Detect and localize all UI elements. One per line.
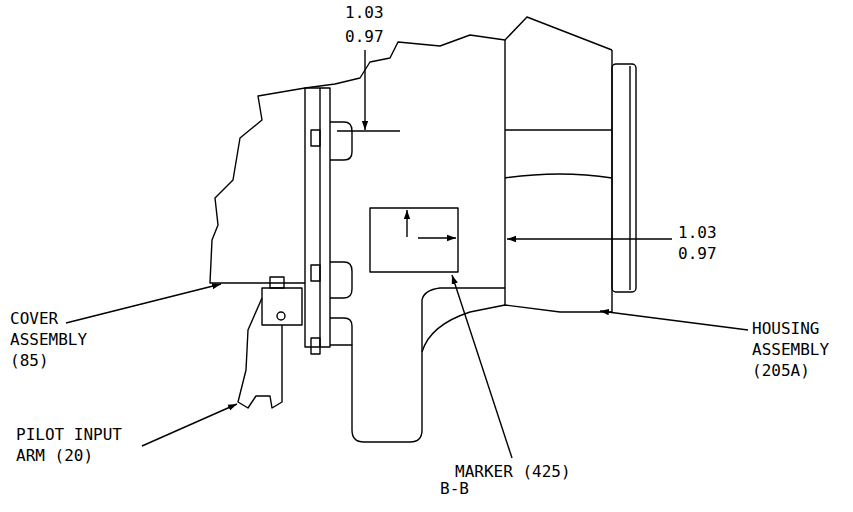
dimension-arrow [364,50,365,130]
dimension-value: 0.97 [678,243,717,264]
flange-edge [629,66,630,290]
leader-line [452,275,512,458]
extension-line [337,130,400,131]
dimension-value: 1.03 [678,222,717,243]
bolt-head [311,130,320,146]
marker-plate [370,208,458,272]
part-label: PILOT INPUT ARM (20) [16,424,126,466]
section-caption: B-B [440,478,469,499]
part-label: MARKER (425) [455,461,571,482]
leader-line [600,311,748,330]
dimension-value: 0.97 [345,26,384,47]
cover-outline [210,88,305,283]
bolt-head [311,265,320,281]
dimension-arrow [507,238,672,239]
dimension-arrow [406,210,407,237]
part-label: COVER ASSEMBLY (85) [10,308,87,371]
boss [330,262,352,298]
housing-edge [505,129,612,130]
housing-edge [422,288,505,352]
boss [330,318,352,345]
pilot-arm-bolt [270,277,284,288]
flange [612,64,636,292]
pilot-arm-pin [277,312,285,320]
pilot-arm-block [262,288,302,325]
housing-joint [504,40,505,305]
pilot-arm-bracket [238,298,282,408]
boss [330,122,352,160]
housing-outline [330,50,612,442]
bolt-head [311,338,320,354]
cover-plate-edge [319,88,320,347]
part-label: HOUSING ASSEMBLY (205A) [752,318,829,381]
leader-line [66,284,221,323]
dimension-arrow [418,237,456,238]
housing-break-line [305,17,612,88]
dimension-value: 1.03 [345,2,384,23]
housing-edge [505,174,612,178]
cover-plate [305,88,330,347]
leader-line [142,404,237,446]
